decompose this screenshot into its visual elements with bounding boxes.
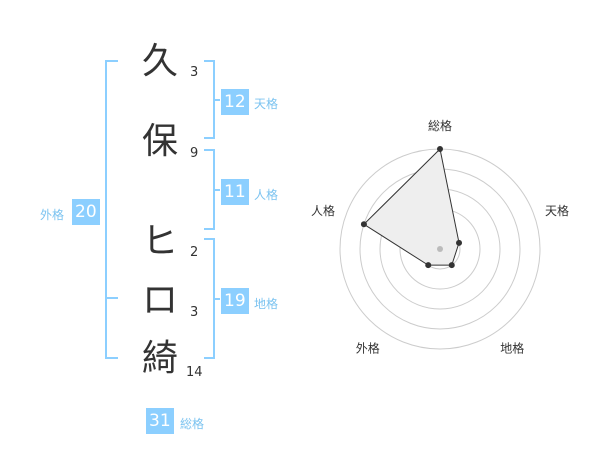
chikaku-value-badge: 19 <box>221 288 249 314</box>
radar-axis-label-2: 天格 <box>545 203 569 218</box>
radar-axis-label-3: 地格 <box>500 341 524 356</box>
stroke-count-2: 9 <box>190 146 199 161</box>
radar-point-5 <box>360 221 367 228</box>
radar-point-4 <box>425 262 432 269</box>
jinkaku-label: 人格 <box>254 188 279 202</box>
soukaku-label: 総格 <box>180 417 205 431</box>
tenkaku-label: 天格 <box>254 97 279 111</box>
name-char-4: ロ <box>141 280 178 321</box>
soukaku-value-badge: 31 <box>146 408 174 434</box>
radar-axis-label-5: 人格 <box>311 203 335 218</box>
name-char-3: ヒ <box>141 221 178 262</box>
radar-axis-label-4: 外格 <box>356 341 380 356</box>
radar-point-3 <box>448 262 455 269</box>
tenkaku-value-badge: 12 <box>221 89 249 115</box>
name-char-5: 綺 <box>141 338 178 379</box>
radar-point-1 <box>437 146 443 152</box>
radar-center-dot <box>437 246 443 252</box>
stroke-count-1: 3 <box>190 65 199 80</box>
name-char-2: 保 <box>141 121 178 162</box>
radar-axis-label-1: 総格 <box>428 118 452 133</box>
stroke-count-5: 14 <box>186 365 203 380</box>
radar-data-polygon <box>363 147 460 266</box>
jinkaku-value-badge: 11 <box>221 179 249 205</box>
stroke-count-3: 2 <box>190 245 199 260</box>
stroke-count-4: 3 <box>190 305 199 320</box>
gaikaku-value-badge: 20 <box>72 199 100 225</box>
chikaku-label: 地格 <box>254 297 279 311</box>
gaikaku-label: 外格 <box>40 208 65 222</box>
name-char-1: 久 <box>141 41 178 82</box>
radar-point-2 <box>456 239 463 246</box>
